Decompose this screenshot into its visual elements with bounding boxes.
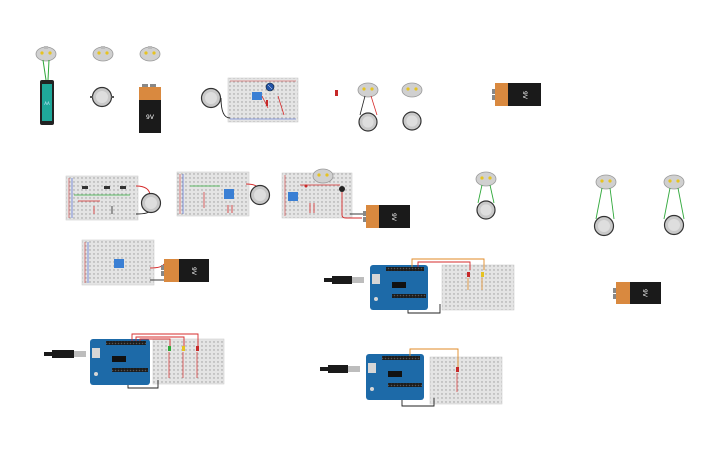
vibration-motor-component[interactable] <box>476 200 496 220</box>
dc-motor-component[interactable] <box>357 82 379 98</box>
battery-9v-component[interactable]: 9V <box>161 259 209 282</box>
arduino-uno-board[interactable] <box>370 265 428 310</box>
usb-cable[interactable] <box>320 365 360 373</box>
breadboard-component[interactable] <box>429 356 503 405</box>
breadboard-component[interactable] <box>281 172 366 219</box>
dc-motor-component[interactable] <box>475 171 497 187</box>
battery-9v-component[interactable]: 9V <box>363 205 410 228</box>
arduino-uno-board[interactable] <box>90 339 150 385</box>
vibration-motor-component[interactable] <box>663 214 685 236</box>
breadboard-component[interactable] <box>81 239 166 286</box>
breadboard-component[interactable] <box>220 77 299 123</box>
breadboard-component[interactable] <box>65 175 151 221</box>
breadboard-component[interactable] <box>152 338 225 385</box>
battery-9v-label: 9V <box>146 114 155 121</box>
battery-9v-label: 9V <box>190 267 197 276</box>
battery-9v-component[interactable]: 9V <box>492 83 541 106</box>
dc-motor-component[interactable] <box>92 46 114 62</box>
arduino-uno-board[interactable] <box>366 354 424 400</box>
battery-9v-label: 9V <box>390 213 397 222</box>
dc-motor-component[interactable] <box>595 174 617 190</box>
vibration-motor-component[interactable] <box>200 87 222 109</box>
dc-motor-component[interactable] <box>401 82 423 98</box>
breadboard-component[interactable] <box>441 264 515 311</box>
vibration-motor-component[interactable] <box>593 215 615 237</box>
vibration-motor-component[interactable] <box>90 86 114 108</box>
vibration-motor-component[interactable] <box>402 111 422 131</box>
aa-battery-label: AA <box>44 101 50 106</box>
dc-motor-component[interactable] <box>663 174 685 190</box>
usb-cable[interactable] <box>324 276 364 284</box>
vibration-motor-component[interactable] <box>249 184 271 206</box>
battery-9v-label: 9V <box>641 289 648 298</box>
dc-motor-component[interactable] <box>139 46 161 62</box>
dc-motor-component[interactable] <box>35 46 57 62</box>
battery-9v-component[interactable]: 9V <box>613 282 661 304</box>
battery-aa-component[interactable]: AA <box>40 59 54 125</box>
battery-9v-component[interactable]: 9V <box>139 84 161 133</box>
resistor-component[interactable] <box>335 90 338 96</box>
breadboard-component[interactable] <box>176 171 259 217</box>
usb-cable[interactable] <box>44 350 86 358</box>
battery-9v-label: 9V <box>521 91 528 100</box>
vibration-motor-component[interactable] <box>140 192 162 214</box>
dc-motor-component[interactable] <box>312 168 334 184</box>
vibration-motor-component[interactable] <box>358 112 378 132</box>
